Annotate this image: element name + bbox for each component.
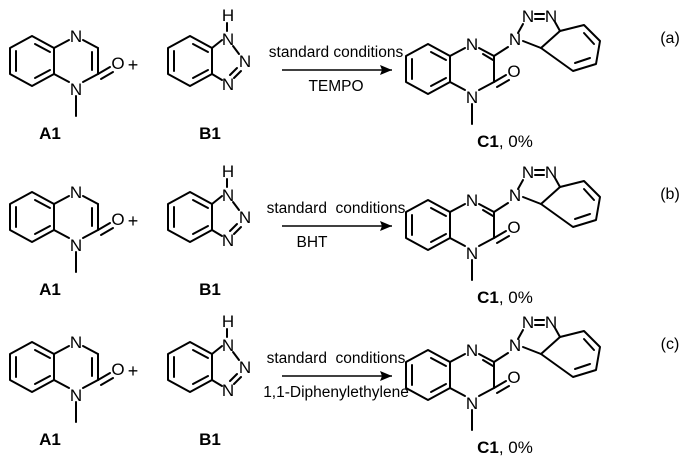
- reaction-row-c: N N O A1 + H N N N B1 standard condition…: [9, 312, 680, 457]
- atom-n2: N: [239, 52, 251, 71]
- condition-top: standard conditions: [267, 200, 406, 217]
- atom-n3: N: [222, 381, 234, 400]
- atom-h: H: [222, 312, 234, 331]
- atom-n1: N: [222, 186, 234, 205]
- atom-bt-n2: N: [522, 163, 534, 182]
- condition-top: standard conditions: [267, 350, 406, 367]
- reactant-a1: N N O A1: [9, 27, 125, 143]
- atom-oxygen: O: [111, 54, 124, 73]
- atom-bt-n1: N: [509, 336, 521, 355]
- atom-h: H: [222, 6, 234, 25]
- label-a1: A1: [39, 280, 61, 299]
- condition-bottom: BHT: [297, 234, 329, 251]
- atom-bt-n2: N: [522, 313, 534, 332]
- atom-bt-n3: N: [545, 163, 557, 182]
- product-c1: N N O N N N C1, 0%: [405, 7, 601, 151]
- atom-n-top: N: [466, 341, 478, 360]
- atom-oxygen: O: [507, 218, 520, 237]
- condition-bottom: TEMPO: [308, 78, 363, 95]
- atom-n-bottom: N: [70, 386, 82, 405]
- label-c1: C1: [477, 132, 499, 151]
- label-c1: C1: [477, 438, 499, 457]
- atom-bt-n2: N: [522, 7, 534, 26]
- reaction-row-b: N N O A1 + H N N N B1 standard condition…: [9, 162, 680, 307]
- plus-sign: +: [128, 55, 139, 75]
- yield-value: , 0%: [499, 132, 533, 151]
- reaction-row-a: N N O A1 + H N N N B1 standard condition…: [9, 6, 680, 151]
- atom-bt-n1: N: [509, 186, 521, 205]
- atom-n-bottom: N: [466, 394, 478, 413]
- atom-oxygen: O: [507, 62, 520, 81]
- atom-n-bottom: N: [70, 236, 82, 255]
- plus-sign: +: [128, 211, 139, 231]
- atom-n-top: N: [70, 333, 82, 352]
- reactant-b1: H N N N B1: [167, 6, 251, 143]
- atom-n-bottom: N: [466, 88, 478, 107]
- atom-n-bottom: N: [466, 244, 478, 263]
- label-a1: A1: [39, 124, 61, 143]
- atom-bt-n3: N: [545, 7, 557, 26]
- atom-n2: N: [239, 358, 251, 377]
- label-b1: B1: [199, 430, 221, 449]
- row-tag: (b): [660, 186, 680, 203]
- atom-bt-n3: N: [545, 313, 557, 332]
- yield-value: , 0%: [499, 438, 533, 457]
- reactant-a1: N N O A1: [9, 183, 125, 299]
- plus-sign: +: [128, 361, 139, 381]
- atom-n1: N: [222, 336, 234, 355]
- condition-bottom: 1,1-Diphenylethylene: [263, 384, 409, 401]
- reactant-b1: H N N N B1: [167, 162, 251, 299]
- product-label: C1, 0%: [477, 132, 533, 151]
- label-a1: A1: [39, 430, 61, 449]
- product-c1: N N O N N N C1, 0%: [405, 313, 601, 457]
- atom-n3: N: [222, 231, 234, 250]
- reaction-arrow: standard conditions 1,1-Diphenylethylene: [263, 350, 409, 401]
- atom-n-top: N: [466, 35, 478, 54]
- condition-top: standard conditions: [269, 44, 404, 61]
- atom-n-top: N: [70, 27, 82, 46]
- atom-n-top: N: [466, 191, 478, 210]
- atom-oxygen: O: [507, 368, 520, 387]
- atom-bt-n1: N: [509, 30, 521, 49]
- reaction-arrow: standard conditions TEMPO: [269, 44, 404, 95]
- atom-n3: N: [222, 75, 234, 94]
- yield-value: , 0%: [499, 288, 533, 307]
- label-b1: B1: [199, 280, 221, 299]
- product-label: C1, 0%: [477, 288, 533, 307]
- atom-h: H: [222, 162, 234, 181]
- atom-oxygen: O: [111, 210, 124, 229]
- row-tag: (a): [660, 30, 680, 47]
- reaction-arrow: standard conditions BHT: [267, 200, 406, 251]
- atom-n-top: N: [70, 183, 82, 202]
- product-label: C1, 0%: [477, 438, 533, 457]
- row-tag: (c): [661, 336, 680, 353]
- atom-n2: N: [239, 208, 251, 227]
- label-c1: C1: [477, 288, 499, 307]
- product-c1: N N O N N N C1, 0%: [405, 163, 601, 307]
- reactant-b1: H N N N B1: [167, 312, 251, 449]
- reactant-a1: N N O A1: [9, 333, 125, 449]
- atom-oxygen: O: [111, 360, 124, 379]
- label-b1: B1: [199, 124, 221, 143]
- atom-n-bottom: N: [70, 80, 82, 99]
- atom-n1: N: [222, 30, 234, 49]
